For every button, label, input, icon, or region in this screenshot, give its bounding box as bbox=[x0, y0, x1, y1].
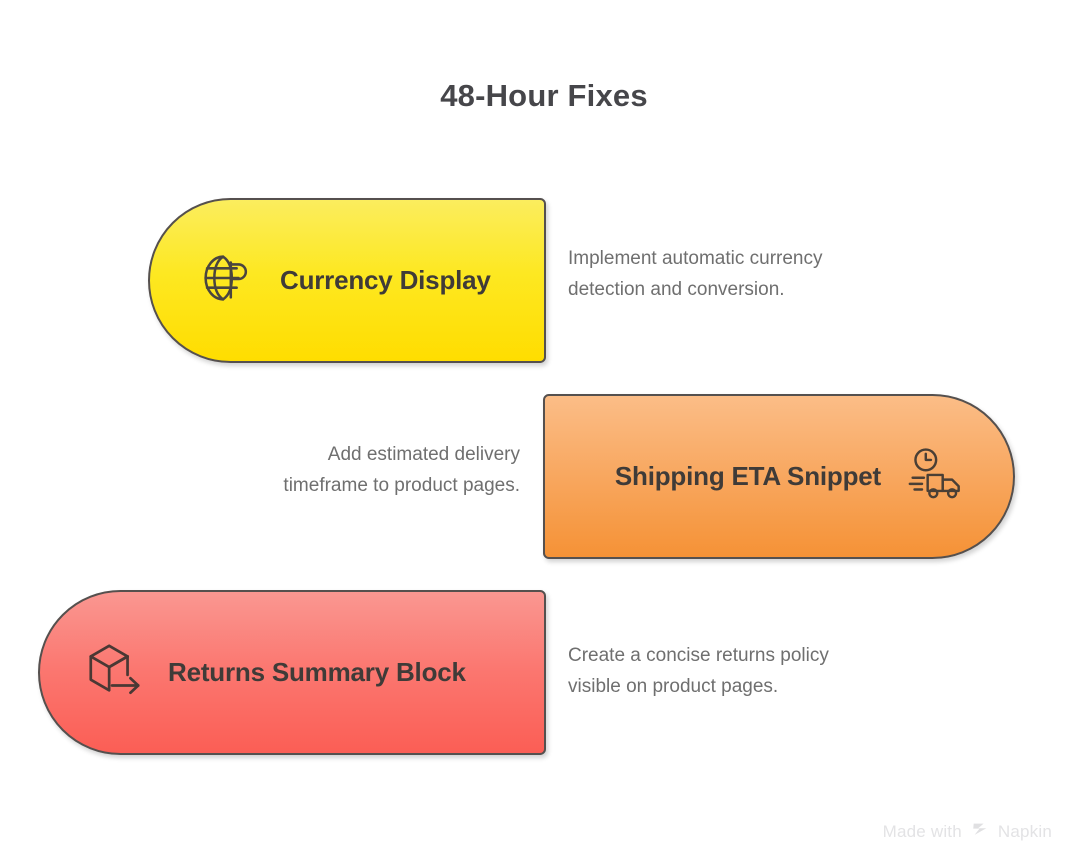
box-return-arrow-icon bbox=[82, 640, 146, 705]
watermark-brand-label: Napkin bbox=[997, 821, 1052, 841]
description-returns-summary: Create a concise returns policy visible … bbox=[568, 645, 829, 697]
description-shipping-eta: Add estimated delivery timeframe to prod… bbox=[283, 444, 520, 496]
row-returns-summary: Returns Summary Block Create a concise r… bbox=[0, 585, 1088, 760]
page-title: 48-Hour Fixes bbox=[440, 78, 648, 113]
row-currency-display: Currency Display Implement automatic cur… bbox=[0, 193, 1088, 368]
globe-currency-icon bbox=[194, 247, 256, 314]
row-shipping-eta: Add estimated delivery timeframe to prod… bbox=[0, 389, 1088, 564]
watermark-made-with-label: Made with bbox=[882, 821, 962, 841]
pill-currency-display[interactable]: Currency Display bbox=[148, 198, 546, 363]
napkin-watermark: Made with Napkin bbox=[883, 820, 1052, 843]
pill-label: Currency Display bbox=[280, 265, 491, 295]
pill-label: Returns Summary Block bbox=[168, 657, 466, 687]
pill-shipping-eta[interactable]: Shipping ETA Snippet bbox=[543, 394, 1015, 559]
pill-returns-summary[interactable]: Returns Summary Block bbox=[38, 590, 546, 755]
napkin-logo-icon bbox=[971, 820, 989, 843]
description-currency-display: Implement automatic currency detection a… bbox=[568, 248, 823, 300]
delivery-truck-clock-icon bbox=[907, 446, 969, 507]
pill-label: Shipping ETA Snippet bbox=[614, 461, 881, 491]
